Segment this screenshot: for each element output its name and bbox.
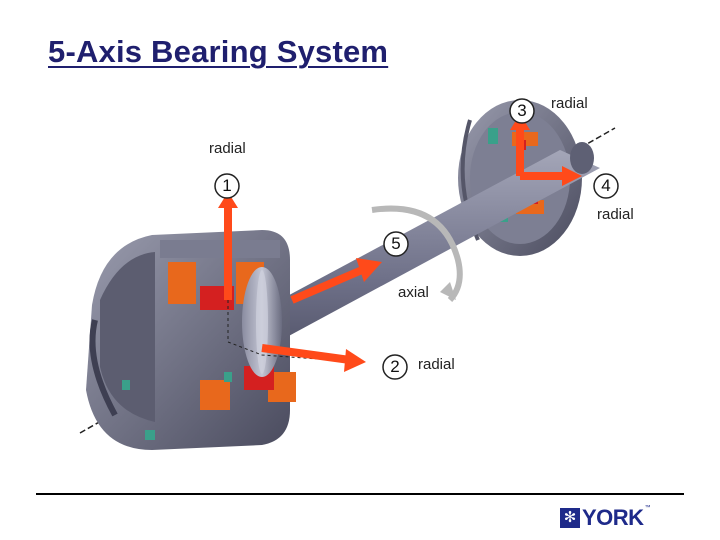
page-title: 5-Axis Bearing System (48, 34, 389, 69)
axis-2-number: 2 (390, 357, 400, 376)
axis-3-circle (509, 98, 535, 124)
axis-2-circle (382, 354, 408, 380)
axis-5-number: 5 (391, 234, 401, 253)
snowflake-icon: ✻ (560, 508, 580, 528)
label-radial-axis-1: radial (209, 140, 246, 157)
label-axial-axis-5: axial (398, 284, 429, 301)
thrust-disk (242, 267, 282, 377)
axis-1-number: 1 (222, 176, 232, 195)
axis-4-circle (593, 173, 619, 199)
logo-trademark: ™ (644, 505, 651, 511)
rotation-arrow (371, 205, 463, 303)
label-radial-axis-3: radial (551, 95, 588, 112)
axis-5-circle (383, 231, 409, 257)
axis-3-number: 3 (517, 101, 527, 120)
logo-wordmark: YORK (582, 505, 644, 530)
label-radial-axis-2: radial (418, 356, 455, 373)
york-logo: ✻ YORK ™ (560, 505, 651, 531)
label-radial-axis-4: radial (597, 206, 634, 223)
axis-4-number: 4 (601, 176, 611, 195)
axis-1-circle (214, 173, 240, 199)
footer-divider (36, 493, 684, 495)
left-bearing-housing (86, 230, 296, 450)
